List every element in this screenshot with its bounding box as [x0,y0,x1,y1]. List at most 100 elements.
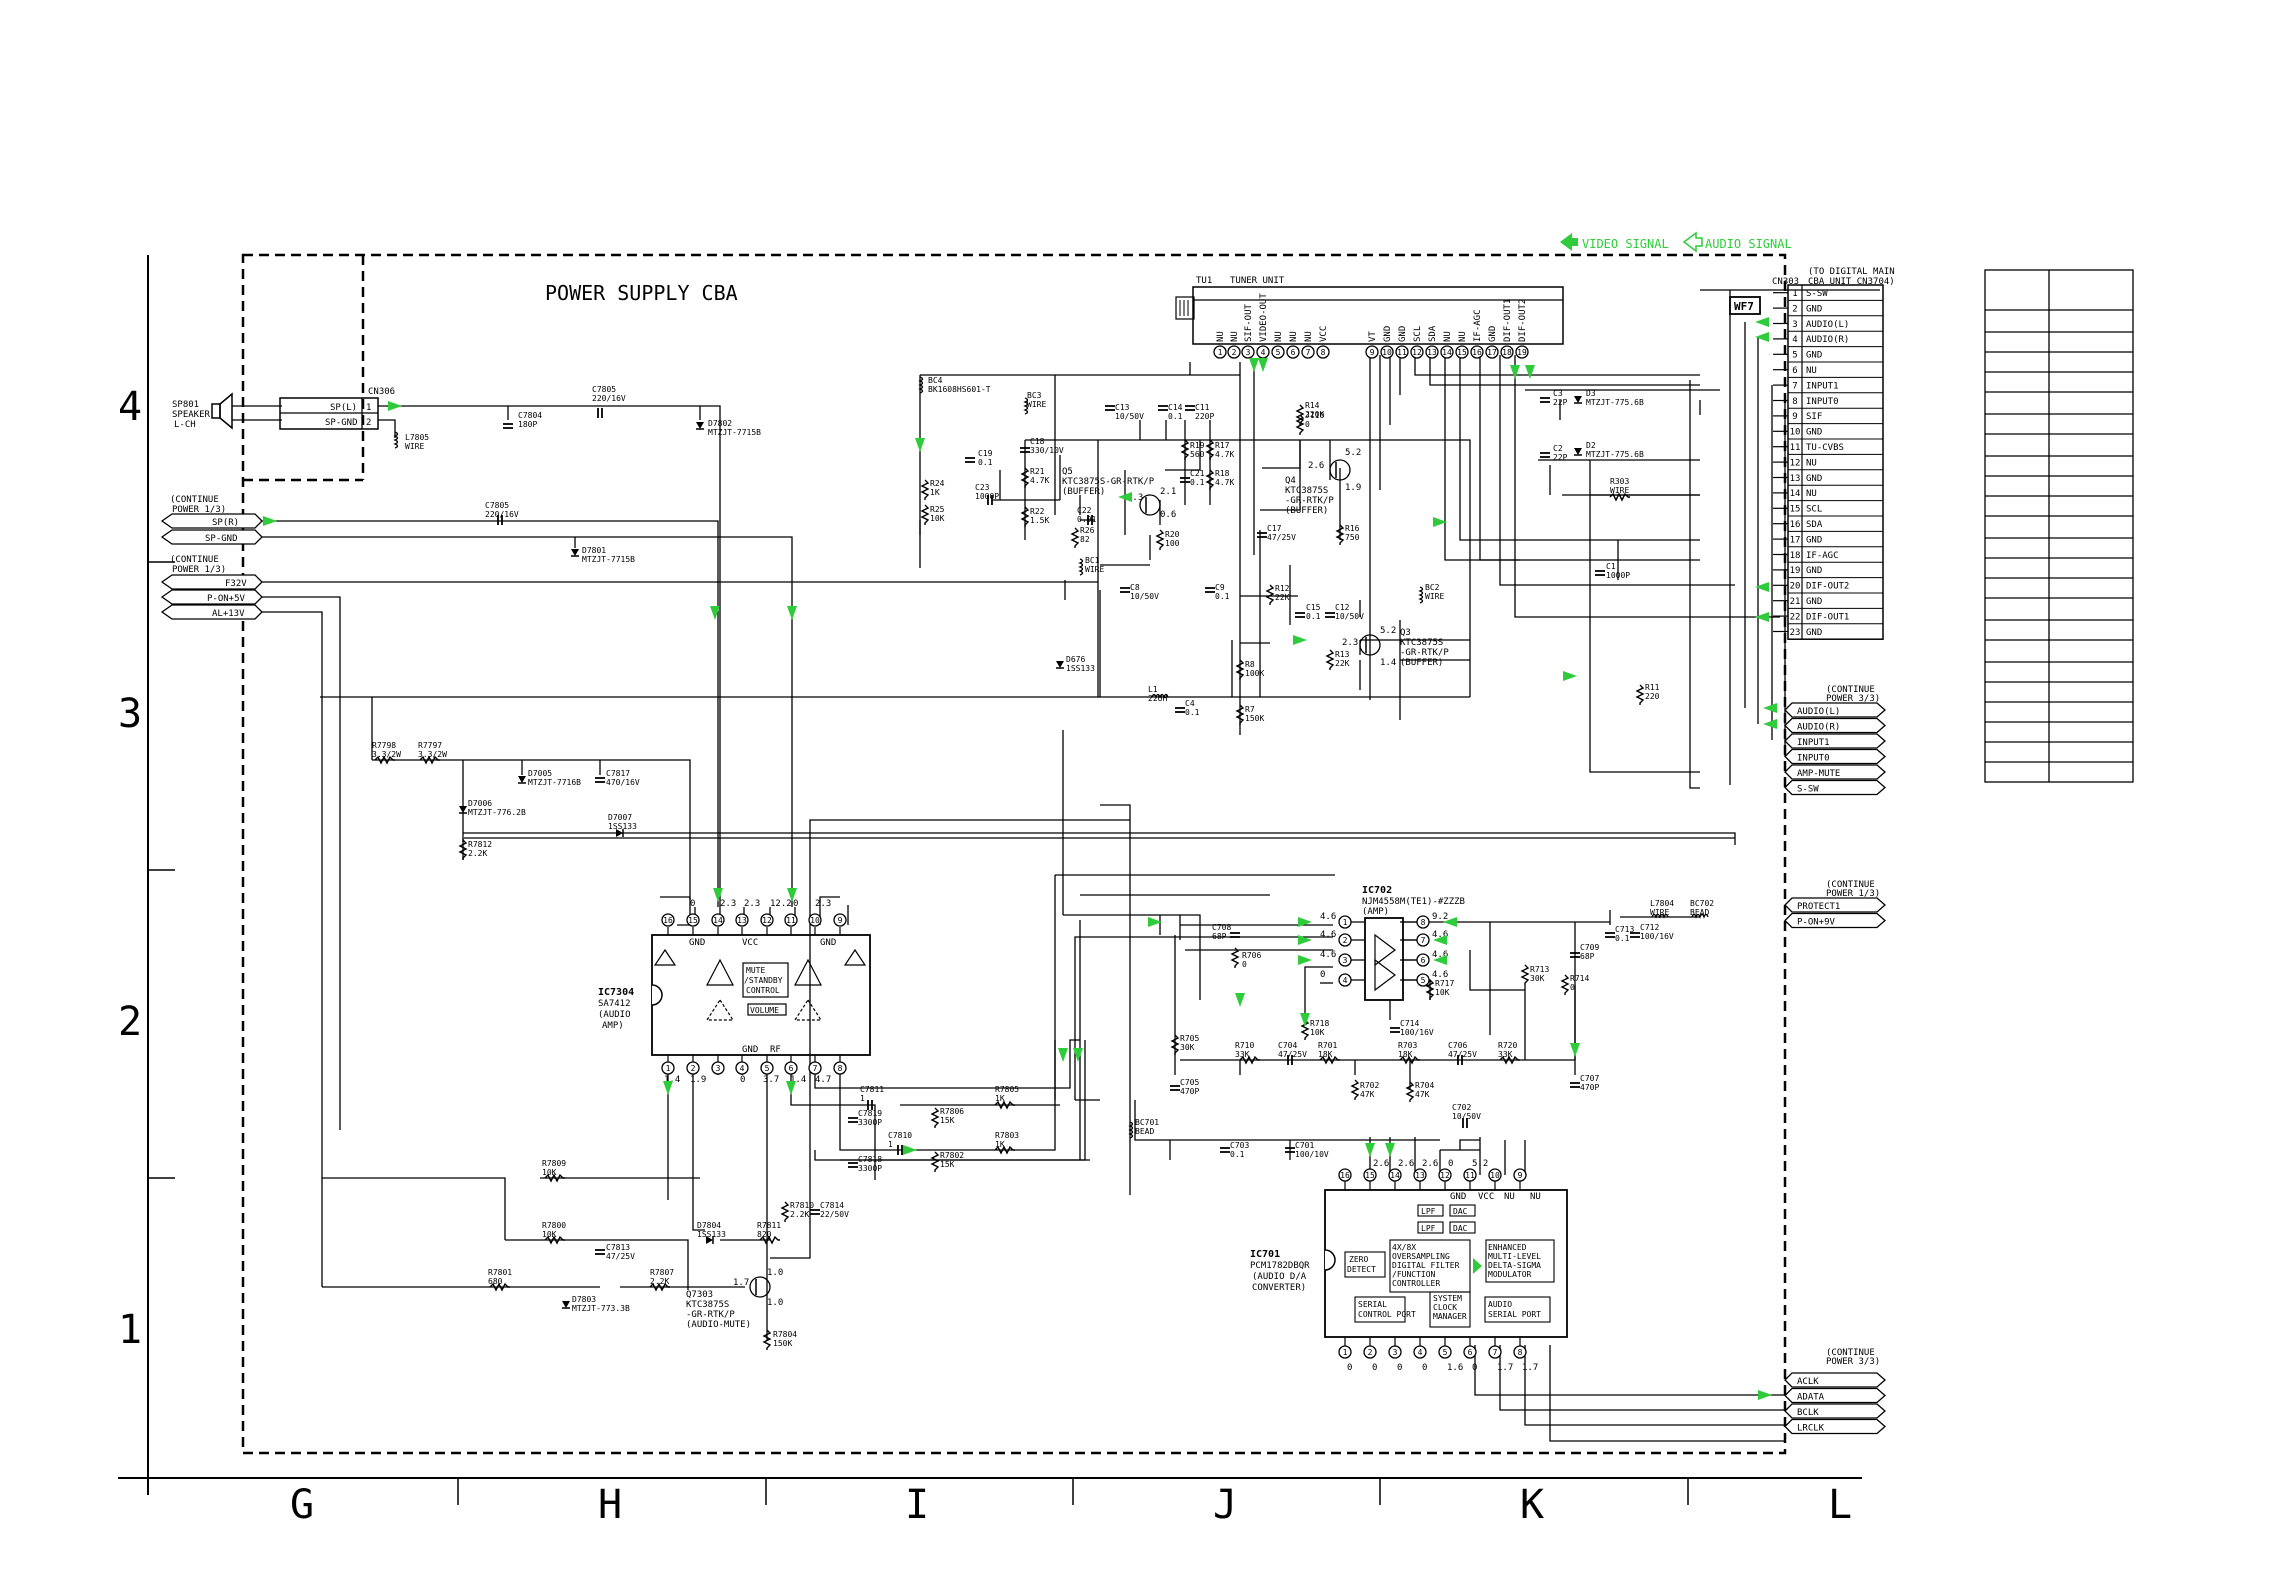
tuner-pin-label: VIDEO-OUT [1259,293,1269,342]
svg-text:DAC: DAC [1453,1224,1468,1233]
resistor-shape [419,755,440,765]
component-value: 560 [1190,450,1205,459]
svg-text:VOLUME: VOLUME [750,1006,779,1015]
resistor-shape [994,1100,1015,1110]
svg-text:GND: GND [742,1045,758,1055]
component-ref: R18 [1215,469,1230,478]
component-ref: C2 [1553,444,1563,453]
cn303-pin-num: 10 [1790,428,1801,438]
ic701-audio-dac: IC701 PCM1782DBQR (AUDIO D/A CONVERTER) … [1250,1159,1568,1373]
component-symbol [1635,684,1645,705]
component-symbol [518,776,526,784]
ic7304-top-pin [661,913,675,927]
component-value: 100/16V [1400,1028,1434,1037]
component-value: 47/25V [1278,1050,1307,1059]
component-value: BEAD [1690,908,1709,917]
svg-text:1.9: 1.9 [1345,483,1361,493]
resistor-shape [544,1173,565,1183]
component-value: 10K [542,1168,557,1177]
ic701-top-pin [1488,1168,1502,1182]
component-value: 2.2K [790,1210,809,1219]
component-symbol [1609,492,1630,502]
port-shape [1784,1403,1886,1419]
component-ref: R717 [1435,979,1454,988]
svg-text:CONTROL PORT: CONTROL PORT [1358,1310,1416,1319]
ic701-bot-pin [1413,1345,1427,1359]
component-value: 10K [1310,1028,1325,1037]
component-symbol [994,1145,1015,1155]
pin-number: 1 [666,1064,671,1073]
component-symbol [1235,704,1245,725]
port-shape [1784,748,1886,765]
voltage-label: 0 [1397,1363,1402,1373]
q5-part: KTC3875S-GR-RTK/P [1062,477,1155,487]
component-symbol [930,1151,940,1172]
component-symbol [1265,584,1275,605]
component-value: 3.3/2W [372,750,401,759]
tuner-pin-label: VCC [1319,326,1329,342]
component-value: 22/50V [820,1210,849,1219]
svg-text:MULTI-LEVEL: MULTI-LEVEL [1488,1252,1541,1261]
component-symbol [1180,439,1190,460]
ic701-bot-pin [1388,1345,1402,1359]
component-ref: C22 [1077,506,1092,515]
svg-text:CONTROLLER: CONTROLLER [1392,1279,1440,1288]
component-ref: R706 [1242,951,1261,960]
voltage-label: 4.6 [1432,970,1448,980]
component-symbol [1574,396,1582,404]
component-ref: R705 [1180,1034,1199,1043]
cn306-pin-num: 1 [366,403,371,413]
tuner-pin [1271,345,1285,359]
cn303-pin-num: 3 [1792,320,1797,330]
component-value: 4.7K [1215,450,1234,459]
component-value: 10/50V [1115,412,1144,421]
component-symbol [1128,1121,1134,1139]
component-symbol [1570,1082,1580,1088]
cn303-pin-num: 6 [1792,366,1797,376]
pin-number: 12 [762,916,772,925]
component-ref: BC2 [1425,583,1440,592]
ic7304-bot-pin [760,1061,774,1075]
component-value: 0.1 [1615,934,1630,943]
component-value: 0.1 [1306,612,1321,621]
svg-text:LPF: LPF [1421,1224,1436,1233]
pin-number: 3 [1246,348,1251,357]
svg-text:-GR-RTK/P: -GR-RTK/P [1285,496,1334,506]
component-value: MTZJT-775.6B [1586,398,1644,407]
component-value: 3300P [858,1118,882,1127]
resistor-shape [649,1282,670,1292]
component-symbol [1300,1019,1310,1040]
svg-text:OVERSAMPLING: OVERSAMPLING [1392,1252,1450,1261]
component-value: 2.2K [468,849,487,858]
component-symbol [503,423,513,429]
svg-text:SYSTEM: SYSTEM [1433,1294,1462,1303]
tuner-pin-label: NU [1443,331,1453,342]
voltage-label: 4.6 [1320,950,1336,960]
port-label: S-SW [1797,785,1819,795]
port-label: INPUT1 [1797,738,1830,748]
component-ref: BC702 [1690,899,1714,908]
pin-number: 3 [1393,1348,1398,1357]
component-ref: R720 [1498,1041,1517,1050]
component-value: 220K [1305,410,1324,419]
svg-text:(BUFFER): (BUFFER) [1285,506,1328,516]
ic701-bot-pin [1363,1345,1377,1359]
voltage-label: 1.4 [664,1075,680,1085]
component-symbol [1105,405,1115,411]
component-ref: R7807 [650,1268,674,1277]
component-symbol [1570,952,1580,958]
component-symbol [1285,1147,1295,1153]
svg-text:5.2: 5.2 [1345,448,1361,458]
port-shape [1784,717,1886,734]
component-value: WIRE [1610,486,1629,495]
component-ref: C11 [1195,403,1210,412]
component-symbol [918,376,924,394]
component-ref: D7005 [528,769,552,778]
component-ref: R7804 [773,1330,797,1339]
component-ref: R22 [1030,507,1045,516]
resistor-shape [1205,469,1215,490]
resistor-shape [930,1107,940,1128]
component-ref: R8 [1245,660,1255,669]
port-label: ADATA [1797,1393,1825,1403]
resistor-shape [1499,1055,1520,1065]
